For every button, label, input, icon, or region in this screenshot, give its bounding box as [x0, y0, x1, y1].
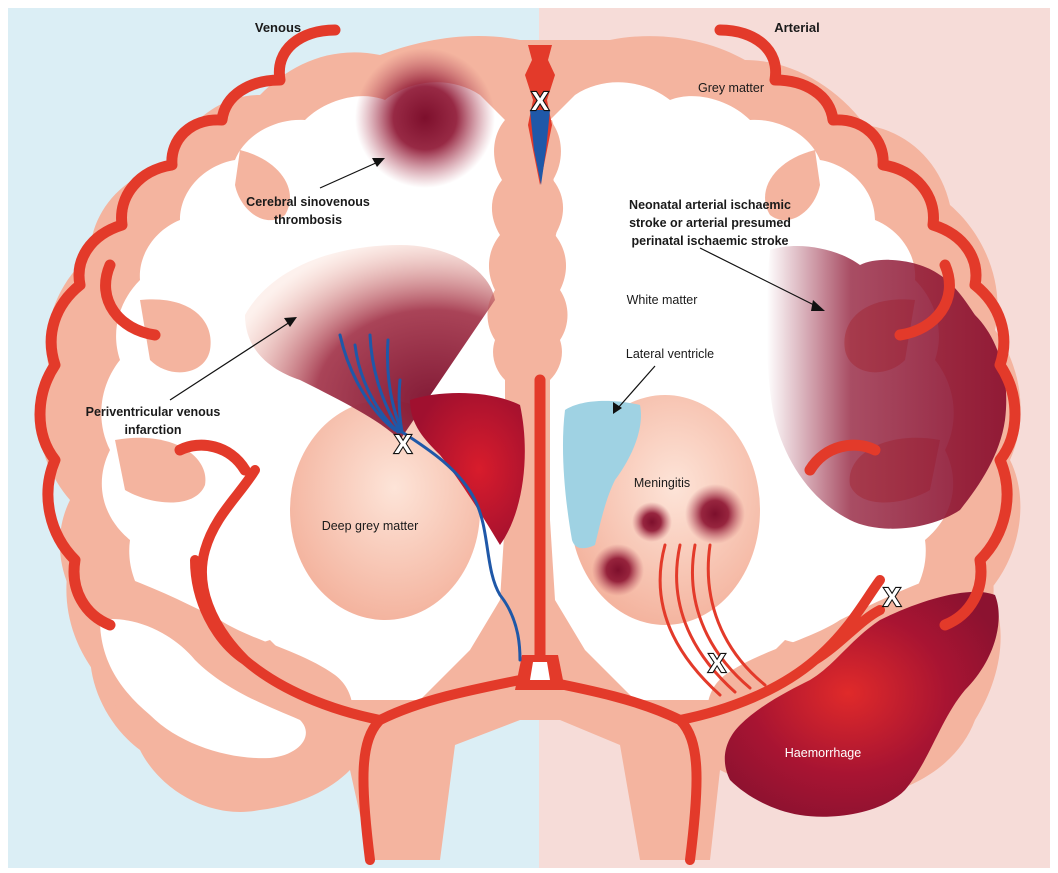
csvt-lesion [355, 48, 495, 188]
pvi-label-line-1: Periventricular venous [86, 405, 221, 419]
interhemispheric-fissure [497, 120, 560, 380]
meningitis-label: Meningitis [634, 476, 690, 490]
haemorrhage-label: Haemorrhage [785, 746, 861, 760]
nais-label-line-1: Neonatal arterial ischaemic [629, 198, 791, 212]
arterial-header: Arterial [774, 20, 820, 35]
deep-grey-matter-label: Deep grey matter [322, 519, 419, 533]
meningitis-focus-3 [592, 544, 644, 596]
csvt-label-line-1: Cerebral sinovenous [246, 195, 370, 209]
occlusion-marker-mca: X [883, 582, 901, 612]
occlusion-marker-lenticulostriate: X [708, 648, 726, 678]
circle-of-willis-gap [530, 662, 550, 680]
meningitis-focus-2 [632, 502, 672, 542]
pvi-label-line-2: infarction [125, 423, 182, 437]
occlusion-marker-sinus: X [531, 86, 549, 116]
nais-label-line-2: stroke or arterial presumed [629, 216, 791, 230]
csvt-label-line-2: thrombosis [274, 213, 342, 227]
lateral-ventricle-label: Lateral ventricle [626, 347, 714, 361]
meningitis-focus-1 [685, 484, 745, 544]
white-matter-label: White matter [627, 293, 698, 307]
grey-matter-label: Grey matter [698, 81, 764, 95]
nais-label-line-3: perinatal ischaemic stroke [631, 234, 788, 248]
occlusion-marker-vein: X [394, 429, 412, 459]
venous-header: Venous [255, 20, 301, 35]
